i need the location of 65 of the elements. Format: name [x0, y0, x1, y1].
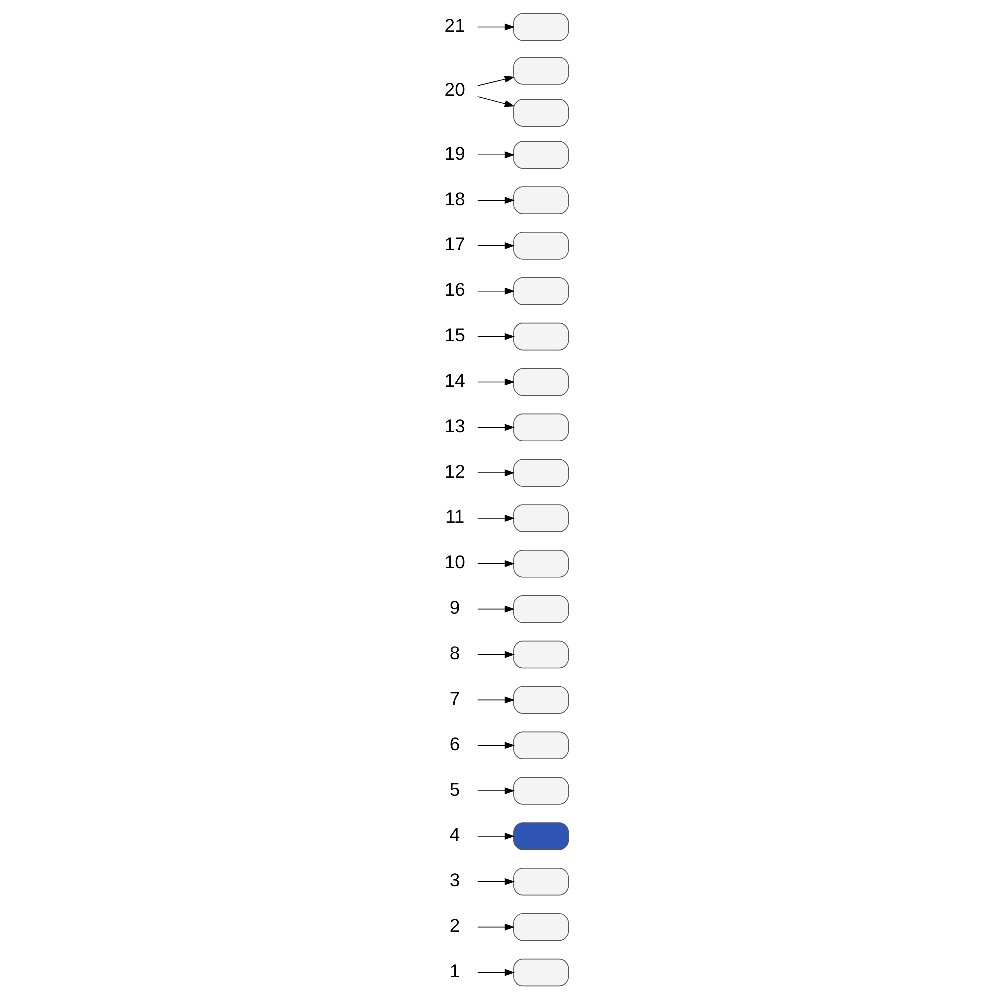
arrow	[476, 424, 515, 432]
node-box	[513, 822, 569, 850]
node-text: 18	[444, 188, 465, 210]
arrow	[476, 470, 515, 477]
arrow	[476, 152, 515, 159]
arrow	[476, 606, 515, 613]
node-box	[513, 99, 569, 127]
arrow	[476, 969, 515, 976]
arrow	[476, 197, 515, 204]
node-box	[513, 186, 569, 214]
arrow	[476, 288, 515, 295]
node-text: 12	[444, 460, 465, 482]
node-box	[513, 459, 569, 487]
node-text: 2	[449, 915, 460, 936]
arrow	[476, 560, 515, 568]
arrow	[476, 24, 515, 31]
node-text: 4	[449, 824, 460, 846]
node-text: 6	[449, 733, 460, 754]
arrow	[476, 878, 515, 886]
node-text: 21	[444, 14, 465, 36]
arrow	[476, 651, 515, 658]
node-text: 16	[444, 279, 465, 300]
node-box	[513, 57, 569, 85]
arrow	[476, 96, 514, 108]
node-box	[513, 686, 569, 714]
node-box	[513, 368, 569, 396]
node-box	[513, 550, 569, 578]
node-box	[513, 141, 569, 169]
node-text: 13	[444, 415, 465, 436]
node-text: 1	[449, 960, 460, 982]
node-text: 14	[444, 370, 465, 391]
node-box	[513, 732, 569, 760]
node-text: 15	[444, 324, 465, 346]
arrow	[476, 788, 515, 795]
node-text: 20	[444, 78, 465, 100]
arrow	[476, 696, 515, 704]
arrow	[476, 76, 514, 86]
node-box	[513, 414, 569, 442]
arrow	[476, 924, 515, 931]
arrow	[476, 742, 515, 750]
node-box	[513, 322, 569, 351]
node-box	[513, 595, 569, 624]
arrow	[476, 242, 515, 250]
node-text: 3	[449, 870, 460, 891]
node-box	[513, 958, 569, 987]
node-text: 19	[444, 142, 465, 164]
node-text: 10	[444, 552, 465, 573]
node-box	[513, 868, 569, 896]
node-box	[513, 278, 569, 306]
arrow	[476, 333, 515, 340]
node-box	[513, 913, 569, 942]
node-box	[513, 232, 569, 260]
node-text: 11	[444, 506, 464, 528]
node-box	[513, 504, 569, 532]
arrow	[476, 832, 515, 840]
node-box	[513, 13, 569, 42]
arrow	[476, 378, 515, 386]
node-box	[513, 777, 569, 805]
node-text: 9	[449, 597, 460, 618]
node-text: 8	[449, 642, 460, 664]
arrow	[476, 514, 515, 522]
node-text: 5	[449, 778, 460, 800]
node-text: 7	[449, 688, 460, 709]
node-text: 17	[444, 234, 465, 255]
node-box	[513, 640, 569, 669]
